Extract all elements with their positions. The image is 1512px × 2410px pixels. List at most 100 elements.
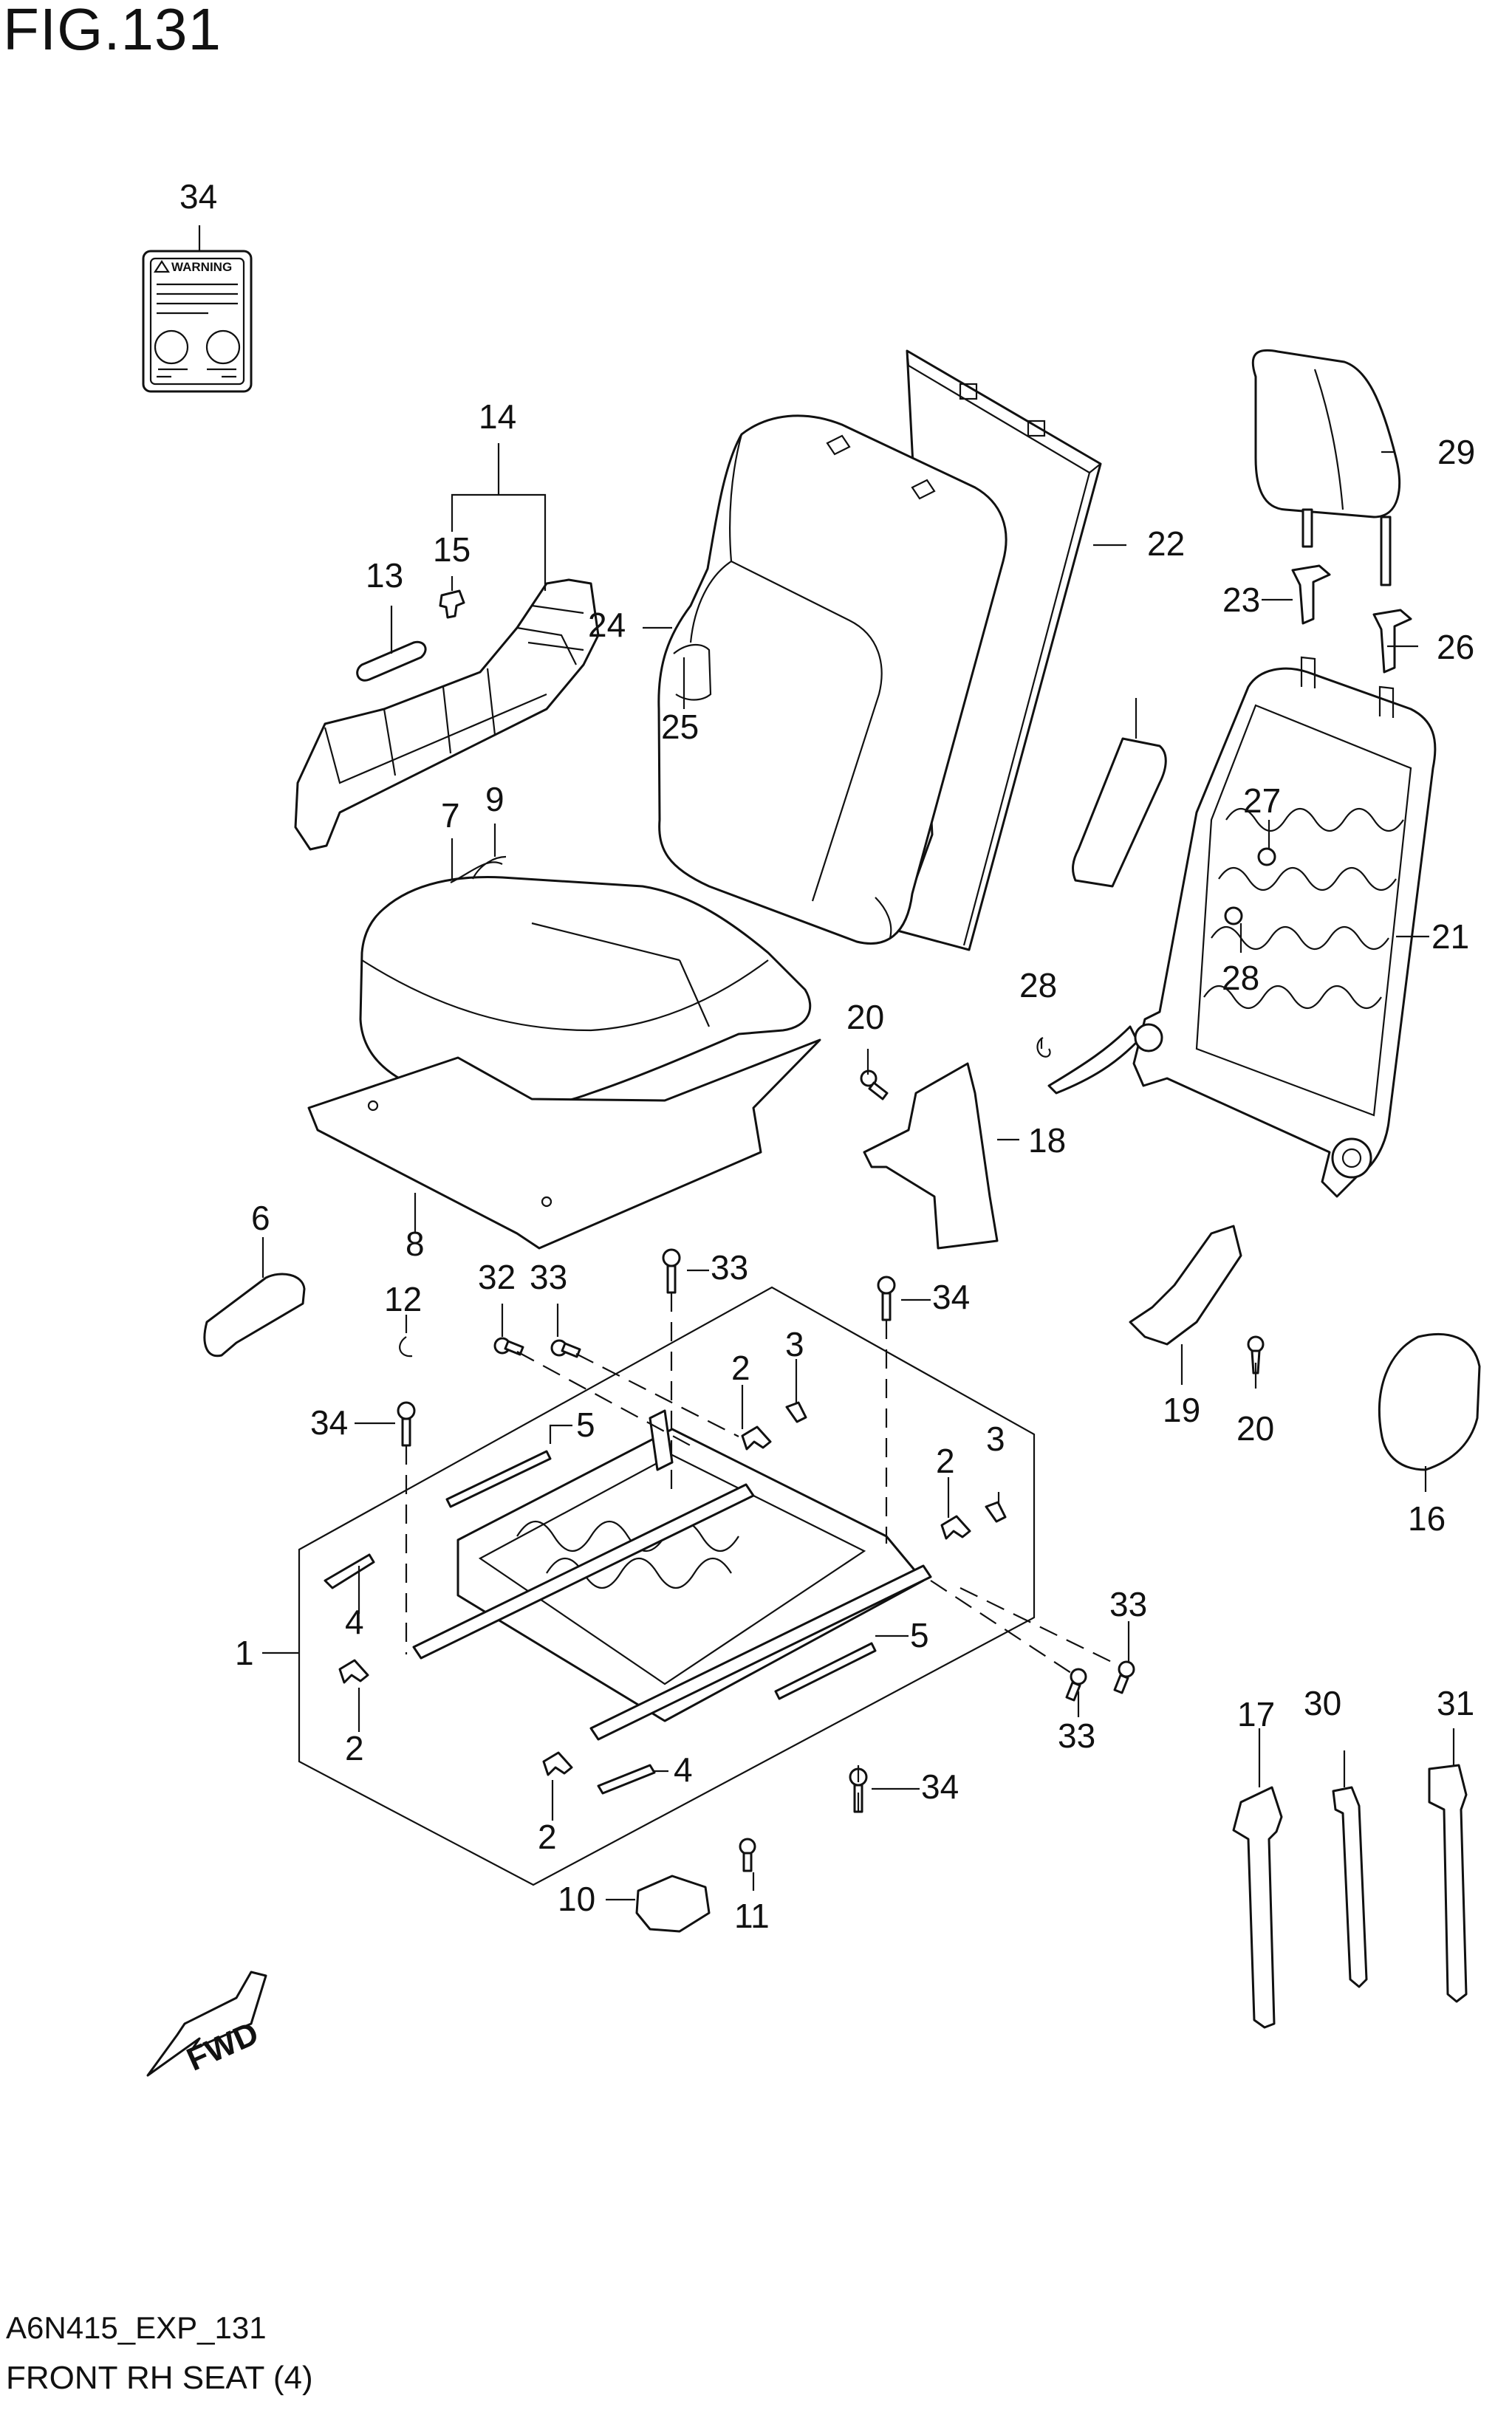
hook-2-part — [940, 1515, 971, 1540]
callout: 2 — [936, 1442, 955, 1480]
cap-16-part — [1378, 1332, 1481, 1471]
headrest-part — [1251, 349, 1401, 586]
leader-lines — [198, 225, 1455, 1901]
screw-11-part — [739, 1838, 756, 1872]
callout: 5 — [910, 1616, 929, 1654]
callout: 16 — [1408, 1499, 1446, 1538]
hook-2-part — [338, 1659, 369, 1684]
clip-3-part — [785, 1401, 807, 1423]
rail-5-lower-part — [774, 1642, 877, 1700]
callout: 24 — [588, 606, 626, 644]
cable-tie-32-part — [1428, 1764, 1468, 2003]
callout: 26 — [1437, 628, 1474, 666]
callout: 10 — [558, 1880, 595, 1918]
seat-adjuster-part — [412, 1409, 932, 1741]
bolt-34-part — [397, 1401, 416, 1447]
callout: 11 — [734, 1897, 770, 1935]
seat-pad-sheet-part — [307, 1038, 821, 1250]
bracket-19-part — [1129, 1225, 1242, 1346]
callout: 19 — [1163, 1391, 1200, 1429]
callout: 14 — [479, 397, 516, 436]
callout: 2 — [345, 1729, 364, 1767]
callout: 4 — [674, 1750, 693, 1789]
callout: 30 — [1304, 1684, 1341, 1722]
clip-15-part — [439, 589, 465, 619]
callout: 28 — [1019, 966, 1057, 1004]
seatback-cover-part — [657, 414, 1008, 945]
rail-5-upper-part — [445, 1450, 552, 1508]
callout: 6 — [251, 1199, 270, 1237]
figure-name: FRONT RH SEAT (4) — [6, 2360, 313, 2396]
callout: 18 — [1028, 1121, 1066, 1160]
ring-12-part — [399, 1336, 413, 1358]
callout: 2 — [731, 1349, 750, 1387]
callout: 34 — [310, 1403, 348, 1442]
seat-cushion-part — [359, 855, 812, 1109]
callout: 15 — [433, 530, 471, 569]
lumbar-pad-part — [1072, 737, 1167, 888]
hook-2-part — [741, 1425, 772, 1451]
headrest-guide-part — [1291, 564, 1412, 674]
callout: 29 — [1437, 433, 1475, 471]
callout: 27 — [1243, 781, 1281, 820]
callout: 3 — [785, 1325, 804, 1363]
garnish-18-part — [863, 1062, 999, 1250]
callout: 33 — [711, 1248, 748, 1287]
bolt-33-part — [1065, 1668, 1087, 1702]
bolt-33-part — [493, 1337, 524, 1356]
figure-title: FIG.131 — [3, 0, 222, 62]
adjuster-assembly-outline — [298, 1286, 1036, 1886]
bracket-4-lower-part — [597, 1764, 656, 1795]
callout: 34 — [179, 177, 217, 216]
bolt-34-part — [662, 1248, 681, 1294]
cable-tie-17-part — [1232, 1786, 1283, 2029]
callout: 23 — [1222, 581, 1260, 619]
hook-2-part — [542, 1751, 573, 1776]
lever-13-part — [356, 640, 427, 682]
cover-10-part — [635, 1875, 711, 1933]
callout: 25 — [661, 708, 699, 746]
trim-cover-6-part — [203, 1273, 306, 1358]
callout: 13 — [366, 556, 403, 595]
installation-dashed-lines — [405, 1293, 1120, 1812]
callout: 12 — [384, 1280, 422, 1318]
callout: 34 — [932, 1278, 970, 1316]
callout: 34 — [921, 1767, 959, 1806]
callout: 1 — [235, 1634, 254, 1672]
callout: 7 — [441, 796, 460, 835]
callout: 33 — [530, 1258, 567, 1296]
screw-20-part — [860, 1069, 889, 1100]
callout: 20 — [1236, 1409, 1274, 1448]
callout: 3 — [986, 1420, 1005, 1458]
bolt-34-part — [877, 1276, 896, 1321]
callout: 21 — [1431, 917, 1469, 956]
bracket-4-left-part — [324, 1553, 375, 1589]
callout: 20 — [846, 998, 884, 1036]
callout: 8 — [406, 1225, 425, 1263]
cable-tie-31-part — [1332, 1786, 1368, 1988]
callout: 32 — [478, 1258, 516, 1296]
callout: 4 — [345, 1603, 364, 1641]
seatback-flap-part — [673, 644, 712, 701]
drawing-code: A6N415_EXP_131 — [6, 2310, 267, 2345]
screw-20-part — [1247, 1335, 1265, 1375]
seatback-frame-part — [1047, 656, 1437, 1198]
callout: 5 — [576, 1406, 595, 1444]
callout: 31 — [1437, 1684, 1474, 1722]
side-shield-part — [294, 578, 600, 851]
callout: 33 — [1058, 1716, 1095, 1755]
callout: 28 — [1222, 959, 1259, 997]
callout: 9 — [485, 780, 504, 818]
bolt-33-part — [1113, 1660, 1135, 1694]
warning-label-text: WARNING — [171, 260, 232, 274]
bolt-33-part — [550, 1339, 581, 1358]
warning-label-part: WARNING — [142, 250, 253, 393]
forward-direction-arrow: FWD — [146, 1971, 267, 2078]
callout-numbers: 1 2 2 2 2 3 3 4 4 5 5 6 7 8 9 10 11 12 1… — [179, 177, 1475, 1935]
callout: 2 — [538, 1818, 557, 1856]
callout: 22 — [1147, 524, 1185, 563]
callout: 33 — [1109, 1585, 1147, 1623]
clip-29-part — [1036, 1037, 1051, 1058]
clip-3-part — [985, 1501, 1007, 1523]
